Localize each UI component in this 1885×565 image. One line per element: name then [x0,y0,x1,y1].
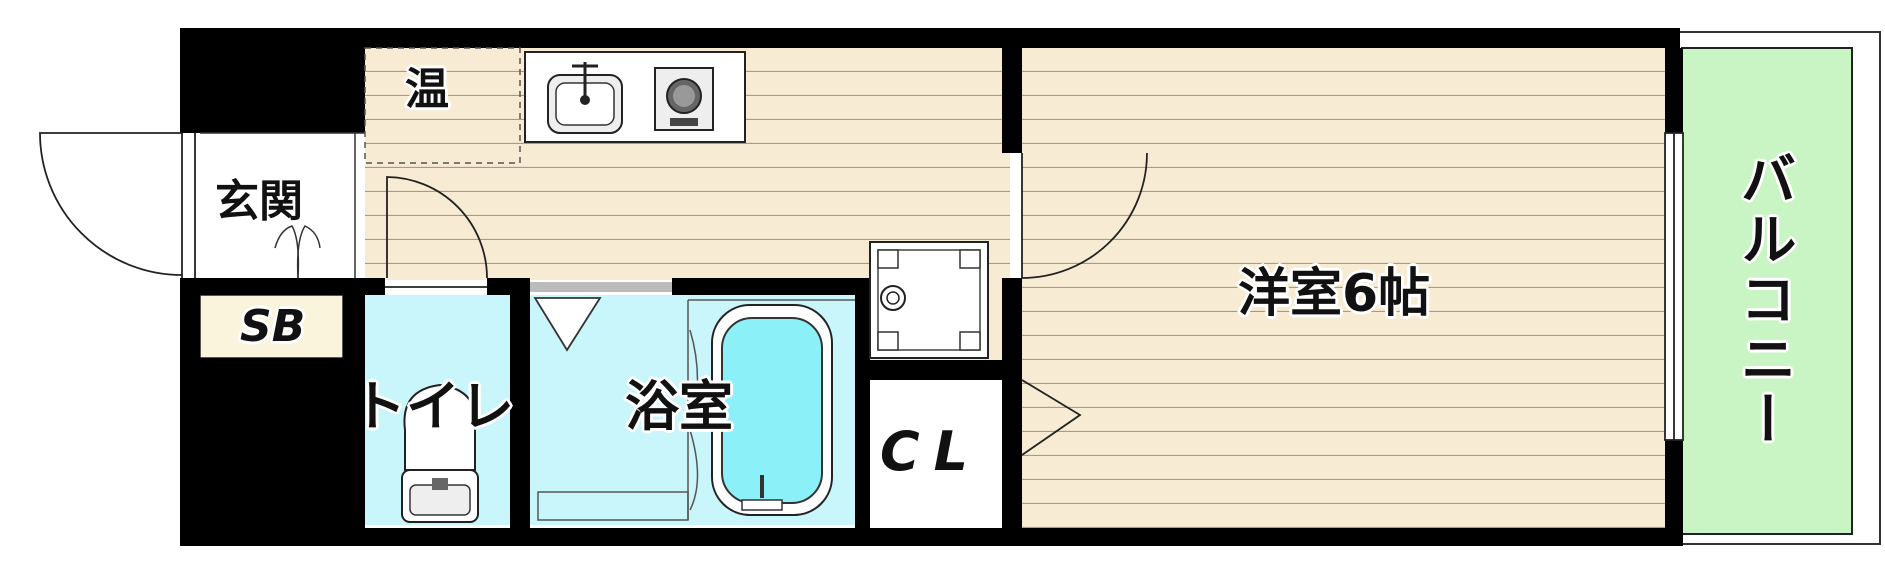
walls [180,28,1683,546]
balcony-area [1664,31,1881,545]
bathtub-icon [711,304,833,516]
entrance-details [200,132,365,279]
water-heater-area [364,47,521,164]
water-heater-label: 温 [405,64,449,115]
entrance-label: 玄関 [215,176,303,227]
closet-floor [862,380,1010,525]
toilet-icon [401,383,479,523]
closet-label: CL [880,420,983,483]
kitchen-counter [524,51,746,143]
balcony-label: バルコニー [1731,150,1796,450]
bathroom-fixtures [533,297,855,521]
bathroom-label: 浴室 [625,375,733,438]
western-room-floor [1022,48,1665,534]
washer-pan-icon [869,241,989,359]
stove-icon [654,67,714,131]
toilet-label: トイレ [352,375,514,438]
shoe-box-label: SB [240,301,306,352]
sink-icon [547,62,623,134]
western-room-label: 洋室6帖 [1238,264,1431,324]
entrance-floor [200,133,365,278]
doors [39,132,1684,456]
